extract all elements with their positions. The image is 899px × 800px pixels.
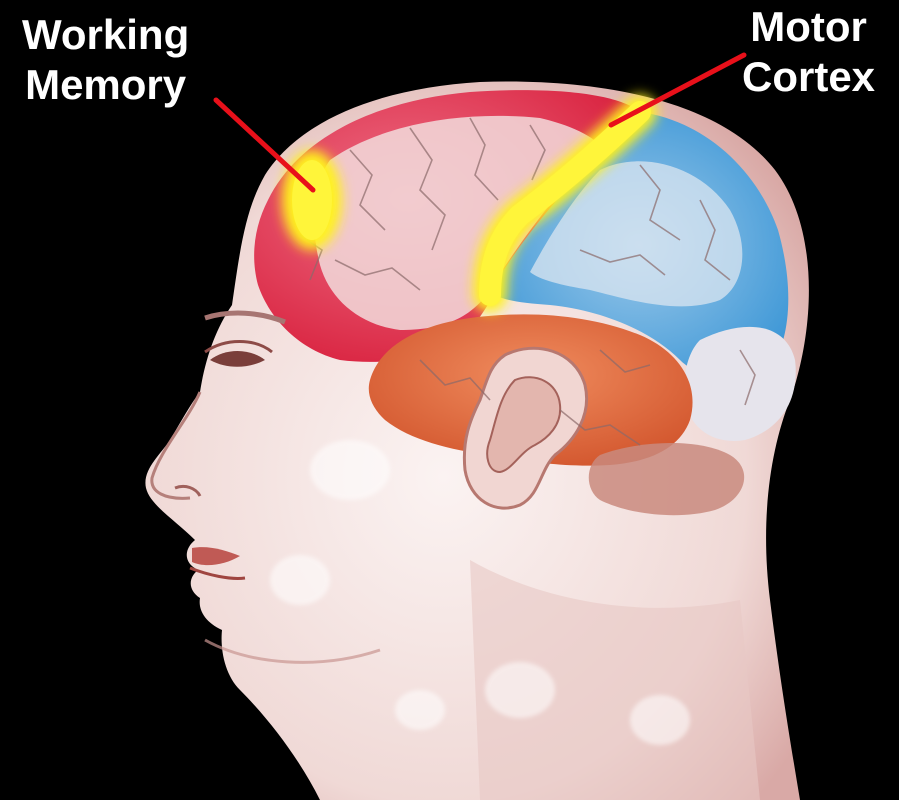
working-memory-label-line1: Working (22, 10, 189, 60)
motor-cortex-label: Motor Cortex (742, 2, 875, 102)
motor-cortex-label-line1: Motor (742, 2, 875, 52)
motor-cortex-label-line2: Cortex (742, 52, 875, 102)
working-memory-label: Working Memory (22, 10, 189, 110)
working-memory-highlight (292, 160, 332, 240)
cerebellum (589, 443, 744, 515)
working-memory-label-line2: Memory (22, 60, 189, 110)
